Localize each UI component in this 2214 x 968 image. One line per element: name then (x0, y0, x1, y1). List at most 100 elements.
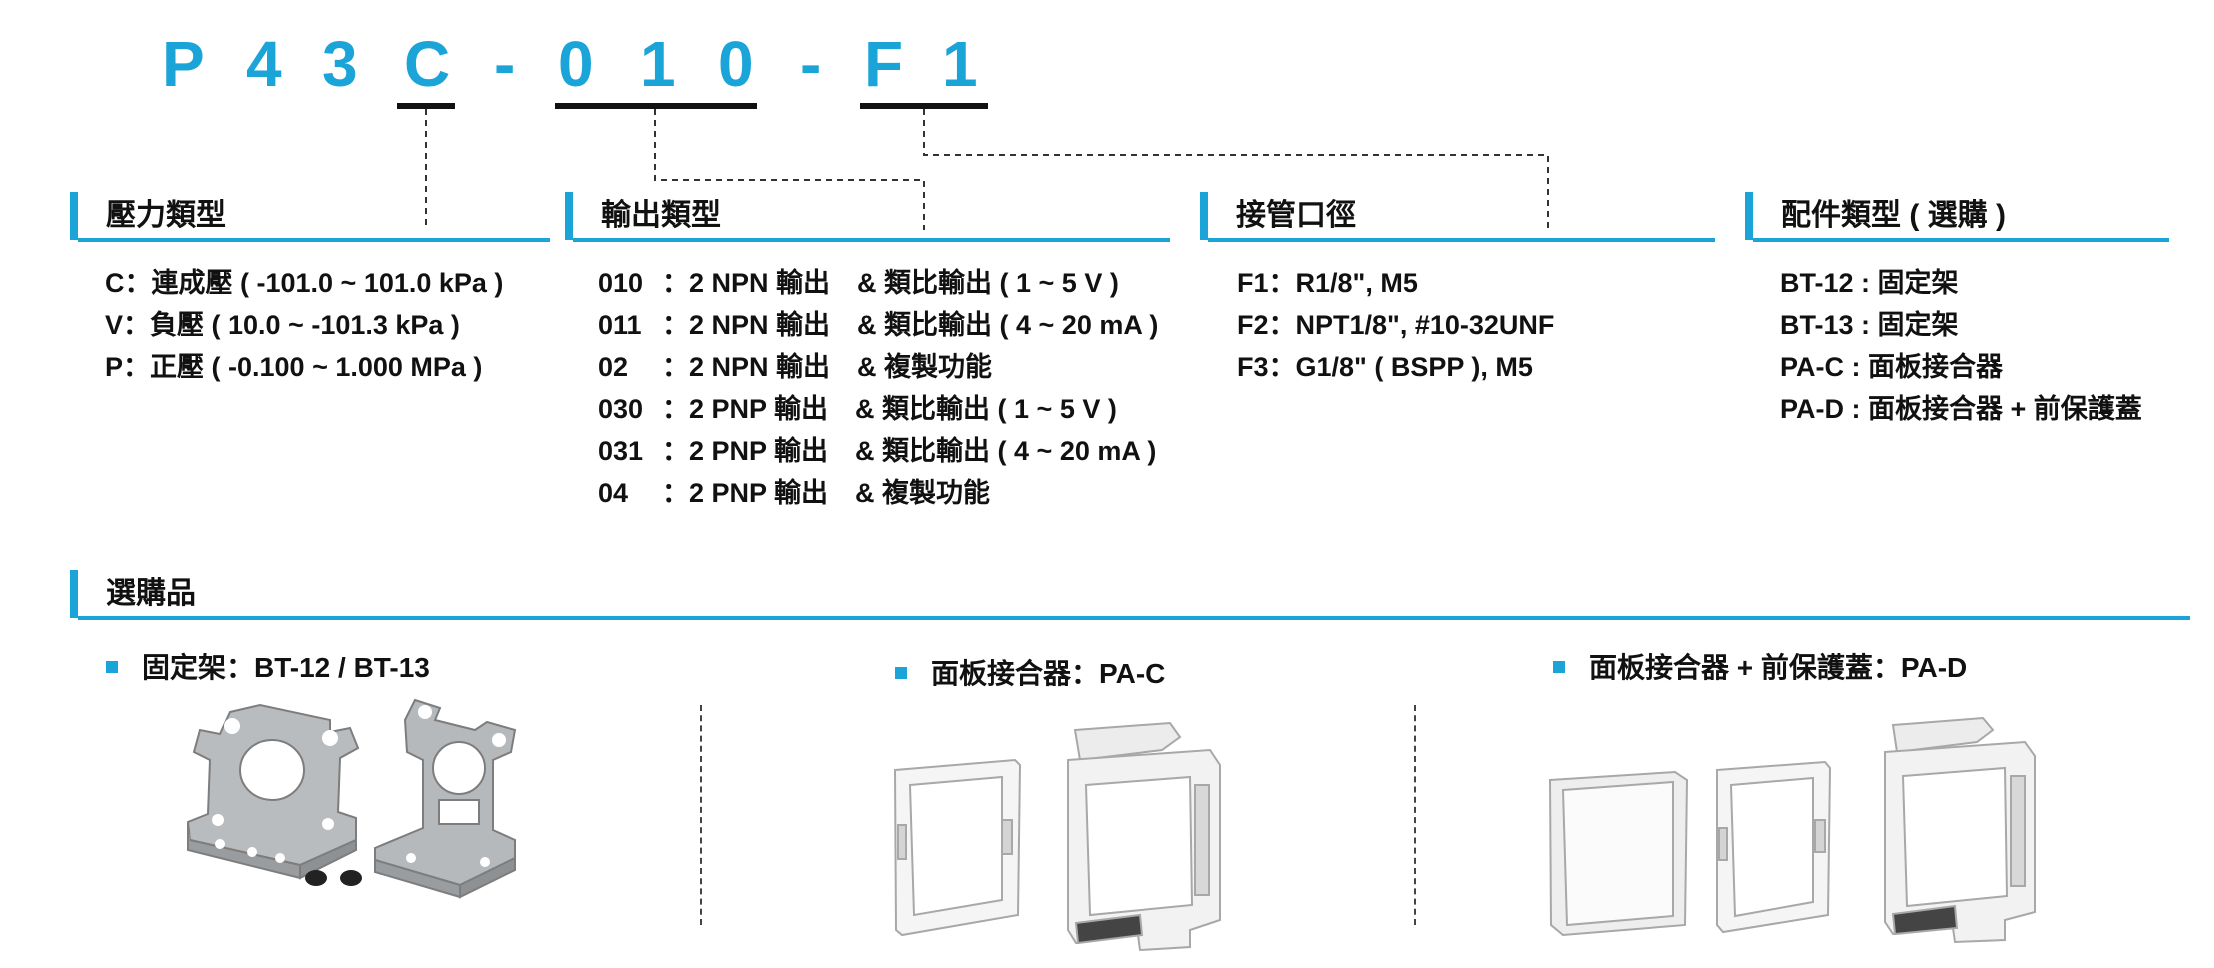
spec-code: BT-13 (1780, 310, 1854, 340)
section-accent-bar (70, 570, 78, 618)
spec-sep: ： (662, 394, 689, 424)
spec-code: 030 (598, 394, 644, 424)
spec-text: 2 NPN 輸出 & 類比輸出 ( 1 ~ 5 V ) (689, 268, 1119, 298)
spec-sep: ： (124, 268, 152, 298)
section-rule (78, 616, 2190, 620)
spec-code: 031 (598, 436, 644, 466)
code-underline-pressure (397, 103, 455, 109)
section-title: 壓力類型 (106, 199, 226, 232)
spec-text: 負壓 ( 10.0 ~ -101.3 kPa ) (150, 310, 460, 340)
output-type-item: 011：2 NPN 輸出 & 類比輸出 ( 4 ~ 20 mA ) (598, 304, 1158, 346)
model-code-char: P (162, 28, 205, 100)
spec-sep: ： (1268, 352, 1296, 382)
spec-text: 面板接合器 (1868, 352, 2003, 382)
spec-text: 2 PNP 輸出 & 複製功能 (689, 478, 991, 508)
optional-item-panel-adapter-cover: 面板接合器 + 前保護蓋：PA-D (1553, 650, 1967, 686)
model-code-char: F (864, 28, 904, 100)
section-rule (1208, 238, 1715, 242)
bullet-square-icon (106, 660, 118, 673)
bt-13-bracket-image (340, 698, 517, 899)
spec-text: 固定架 (1877, 268, 1959, 298)
pressure-type-item: C：連成壓 ( -101.0 ~ 101.0 kPa ) (105, 262, 503, 304)
model-code-char: 4 (246, 28, 282, 100)
output-type-item: 010：2 NPN 輸出 & 類比輸出 ( 1 ~ 5 V ) (598, 262, 1119, 304)
bullet-square-icon (895, 666, 907, 679)
spec-text: NPT1/8", #10-32UNF (1295, 310, 1555, 340)
bt-12-bracket-image (186, 703, 360, 886)
spec-sep: ： (662, 478, 689, 508)
section-accent-bar (1745, 192, 1753, 240)
section-rule (78, 238, 550, 242)
optional-item-panel-adapter: 面板接合器：PA-C (895, 656, 1165, 692)
accessory-type-item: BT-13 : 固定架 (1780, 304, 1959, 346)
spec-text: 連成壓 ( -101.0 ~ 101.0 kPa ) (151, 268, 504, 298)
spec-text: R1/8", M5 (1295, 268, 1418, 298)
accessory-type-item: PA-D : 面板接合器 + 前保護蓋 (1780, 388, 2142, 430)
spec-sep: ： (662, 436, 689, 466)
port-size-item: F2：NPT1/8", #10-32UNF (1237, 304, 1554, 346)
model-code-char: 0 (718, 28, 754, 100)
spec-code: P (105, 352, 124, 382)
spec-code: F2 (1237, 310, 1269, 340)
spec-code: PA-C (1780, 352, 1844, 382)
optional-item-label: 面板接合器：PA-C (931, 658, 1166, 689)
model-code-char: C (404, 28, 451, 100)
section-title: 輸出類型 (601, 199, 721, 232)
pa-d-panel-adapter-cover-image (1548, 716, 2036, 944)
section-accent-bar (1200, 192, 1208, 240)
pa-c-panel-adapter-image (893, 721, 1221, 952)
spec-text: G1/8" ( BSPP ), M5 (1295, 352, 1533, 382)
optional-item-label: 固定架：BT-12 / BT-13 (142, 652, 430, 683)
section-accent-bar (565, 192, 573, 240)
section-optional: 選購品 (70, 570, 2190, 620)
spec-code: C (105, 268, 125, 298)
column-divider (1414, 705, 1416, 925)
spec-sep: ： (123, 352, 151, 382)
spec-text: 正壓 ( -0.100 ~ 1.000 MPa ) (150, 352, 483, 382)
spec-code: V (105, 310, 124, 340)
section-port-size: 接管口徑 (1200, 192, 1715, 242)
output-type-item: 030 ：2 PNP 輸出 & 類比輸出 ( 1 ~ 5 V ) (598, 388, 1117, 430)
pressure-type-item: V：負壓 ( 10.0 ~ -101.3 kPa ) (105, 304, 460, 346)
spec-code: 011 (598, 310, 642, 340)
spec-sep: ： (1268, 310, 1296, 340)
code-underline-port (860, 103, 988, 109)
spec-sep: : (1853, 268, 1878, 298)
spec-code: 04 (598, 478, 629, 508)
spec-sep: ： (662, 310, 689, 340)
section-rule (573, 238, 1170, 242)
spec-code: 010 (598, 268, 644, 298)
model-code-char: 1 (942, 28, 978, 100)
section-accent-bar (70, 192, 78, 240)
spec-sep: ： (662, 352, 689, 382)
spec-code: F1 (1237, 268, 1269, 298)
spec-code: PA-D (1780, 394, 1844, 424)
accessory-type-item: BT-12 : 固定架 (1780, 262, 1959, 304)
port-size-item: F1：R1/8", M5 (1237, 262, 1418, 304)
optional-item-label: 面板接合器 + 前保護蓋：PA-D (1589, 652, 1968, 683)
spec-sep: : (1844, 394, 1868, 424)
output-type-item: 04 ：2 PNP 輸出 & 複製功能 (598, 472, 990, 514)
spec-sep: : (1853, 310, 1878, 340)
output-type-item: 031 ：2 PNP 輸出 & 類比輸出 ( 4 ~ 20 mA ) (598, 430, 1156, 472)
bullet-square-icon (1553, 660, 1565, 673)
spec-text: 2 NPN 輸出 & 複製功能 (689, 352, 993, 382)
section-title: 接管口徑 (1236, 199, 1356, 232)
model-code-char: 1 (640, 28, 676, 100)
optional-item-bracket: 固定架：BT-12 / BT-13 (106, 650, 430, 686)
spec-text: 2 PNP 輸出 & 類比輸出 ( 4 ~ 20 mA ) (689, 436, 1157, 466)
spec-sep: : (1844, 352, 1868, 382)
spec-code: F3 (1237, 352, 1269, 382)
section-pressure-type: 壓力類型 (70, 192, 550, 242)
code-underline-output (555, 103, 757, 109)
model-code-char: 3 (322, 28, 358, 100)
section-accessory-type: 配件類型 ( 選購 ) (1745, 192, 2169, 242)
spec-text: 固定架 (1877, 310, 1959, 340)
model-code-char: 0 (558, 28, 594, 100)
model-code-char: - (494, 28, 516, 100)
spec-text: 2 PNP 輸出 & 類比輸出 ( 1 ~ 5 V ) (689, 394, 1117, 424)
port-size-item: F3：G1/8" ( BSPP ), M5 (1237, 346, 1533, 388)
section-title: 選購品 (106, 577, 196, 610)
section-title: 配件類型 ( 選購 ) (1781, 199, 2006, 232)
spec-sep: ： (1268, 268, 1296, 298)
